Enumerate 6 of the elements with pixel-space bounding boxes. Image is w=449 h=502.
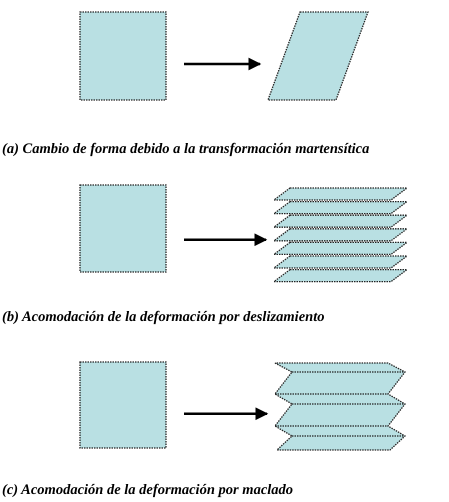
figure-caption: (c) Acomodación de la deformación por maclado — [2, 482, 294, 499]
arrow — [184, 233, 268, 246]
figure-caption: (b) Acomodación de la deformación por deslizamiento — [2, 309, 324, 326]
arrow — [184, 58, 262, 70]
figure-caption: (a) Cambio de forma debido a la transformación martensítica — [2, 141, 370, 158]
arrow — [184, 407, 268, 420]
